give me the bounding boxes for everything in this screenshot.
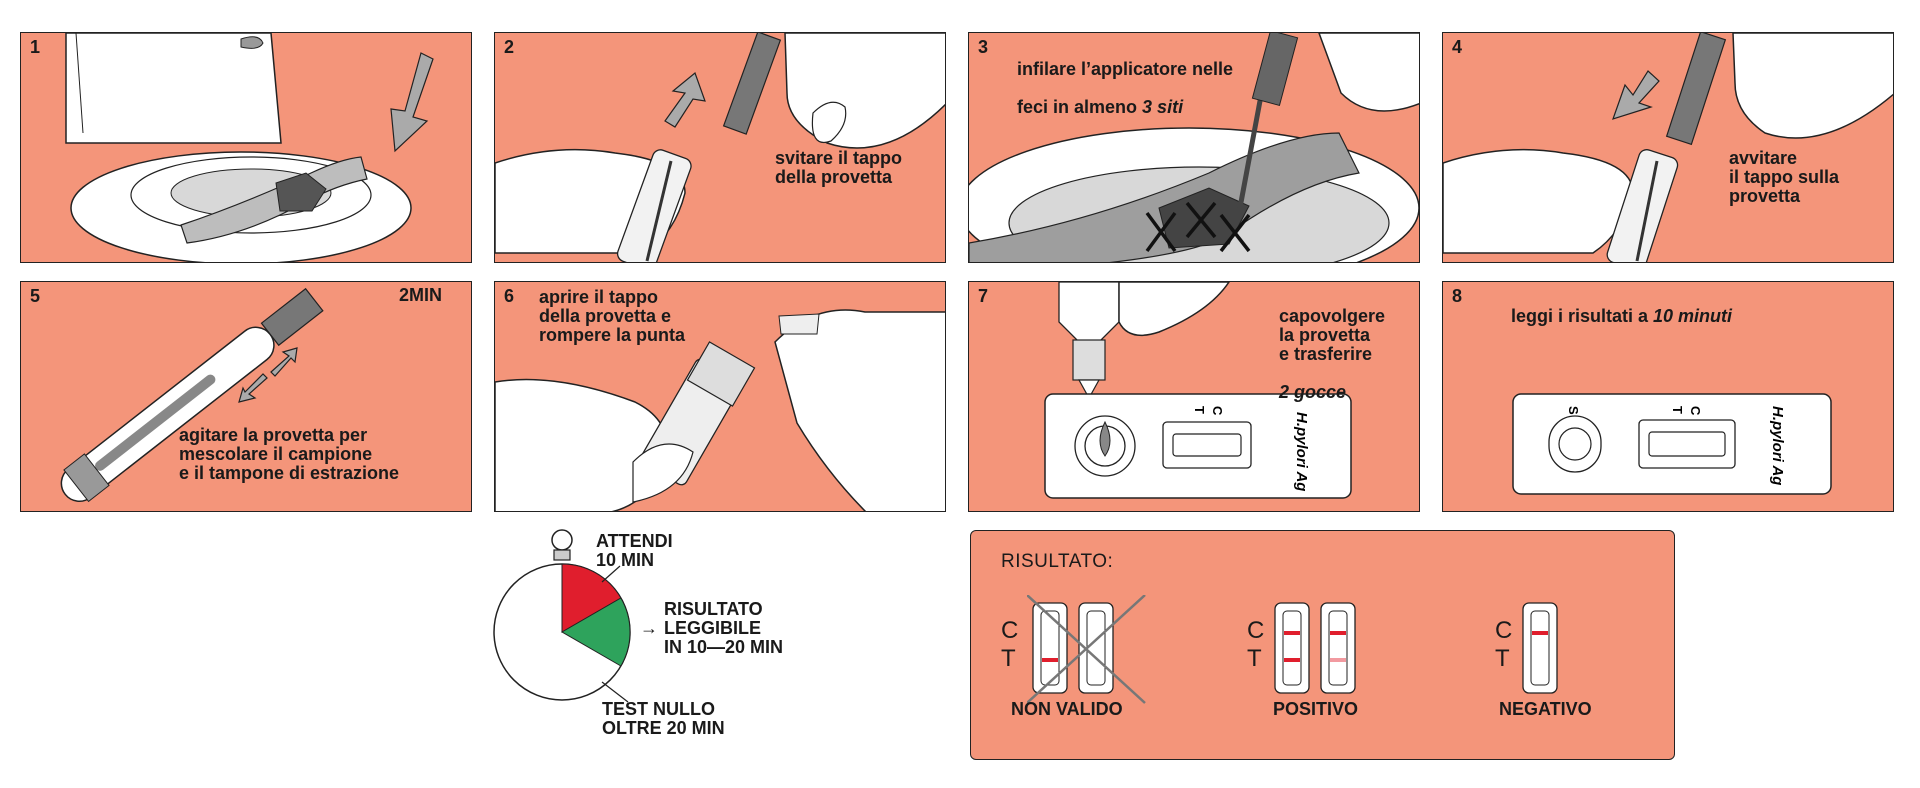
step-3-number: 3 <box>978 37 989 57</box>
negative-label: NEGATIVO <box>1499 699 1592 719</box>
cassette-t-label: T <box>1192 406 1207 414</box>
step-7-caption-main: capovolgere la provetta e trasferire <box>1279 306 1386 364</box>
negative-strip <box>1522 602 1558 694</box>
cross-marks <box>1145 201 1251 253</box>
step-6-panel: 6 aprire il tappo della provetta e rompe… <box>494 281 946 512</box>
step-5-caption: agitare la provetta per mescolare il cam… <box>179 425 400 483</box>
break-tip-illustration <box>495 309 945 511</box>
invalid-label: NON VALIDO <box>1011 699 1123 719</box>
shake-tube-illustration <box>60 287 324 503</box>
step-1-panel: 1 <box>20 32 472 263</box>
step-8-caption-emphasis: 10 minuti <box>1653 306 1733 326</box>
step-3-caption-line2: feci in almeno <box>1017 97 1143 117</box>
step-2-panel: 2 svitare il tappo della provetta <box>494 32 946 263</box>
step-2-caption: svitare il tappo della provetta <box>775 148 903 187</box>
timer-wedge-wait <box>561 563 622 633</box>
step-2-number: 2 <box>504 37 515 57</box>
step-8-caption: leggi i risultati a 10 minuti <box>1511 288 1732 326</box>
negative-c-line <box>1532 631 1548 635</box>
cassette-s-label: S <box>1566 406 1581 415</box>
invalid-t-line <box>1042 658 1058 662</box>
step-5-number: 5 <box>30 286 41 306</box>
step-7-panel: H.pylori Ag T C 7 capovolgere la provett… <box>968 281 1420 512</box>
step-8-panel: S T C H.pylori Ag 8 leggi i risultati a … <box>1442 281 1894 512</box>
step-3-panel: 3 infilare l’applicatore nelle feci in a… <box>968 32 1420 263</box>
step-7-caption: capovolgere la provetta e trasferire 2 g… <box>1279 288 1385 402</box>
toilet-illustration <box>65 33 434 262</box>
cassette-c-label: C <box>1210 406 1225 416</box>
positive-c-line <box>1284 631 1300 635</box>
timer-wait-label: ATTENDI 10 MIN <box>596 531 673 570</box>
t-label: T <box>1001 645 1016 672</box>
positive-t-line <box>1284 658 1300 662</box>
cassette-c-label: C <box>1688 406 1703 416</box>
cassette-brand-label: H.pylori Ag <box>1293 412 1310 491</box>
positive-label: POSITIVO <box>1273 699 1359 719</box>
step-8-caption-prefix: leggi i risultati a <box>1511 306 1654 326</box>
c-label: C <box>1247 617 1265 644</box>
step-4-caption: avvitare il tappo sulla provetta <box>1729 148 1840 206</box>
positive-t-line-faint <box>1330 658 1346 662</box>
positive-ct-labels: C T <box>1247 617 1264 673</box>
apply-sample-illustration <box>969 33 1419 262</box>
step-4-panel: 4 avvitare il tappo sulla provetta <box>1442 32 1894 263</box>
step-1-number: 1 <box>30 37 41 57</box>
invalid-strips <box>1027 595 1146 704</box>
timer-arrow: → <box>640 618 658 638</box>
positive-strips <box>1274 602 1356 694</box>
t-label: T <box>1495 645 1510 672</box>
step-5-time: 2MIN <box>399 285 443 305</box>
timer-wedge-readable <box>560 597 631 667</box>
timer-icon <box>493 529 631 703</box>
negative-ct-labels: C T <box>1495 617 1512 673</box>
screw-cap-illustration <box>1443 33 1893 262</box>
step-6-caption: aprire il tappo della provetta e rompere… <box>539 287 686 345</box>
invalid-ct-labels: C T <box>1001 617 1018 673</box>
results-title: RISULTATO: <box>1001 551 1114 572</box>
t-label: T <box>1247 645 1262 672</box>
step-7-caption-emphasis: 2 gocce <box>1279 382 1347 402</box>
cassette-brand-label: H.pylori Ag <box>1769 406 1786 485</box>
timer-null-label: TEST NULLO OLTRE 20 MIN <box>602 699 725 738</box>
read-result-illustration: S T C H.pylori Ag <box>1512 393 1832 495</box>
c-label: C <box>1495 617 1513 644</box>
step-6-number: 6 <box>504 286 515 306</box>
step-3-caption: infilare l’applicatore nelle feci in alm… <box>1017 41 1233 117</box>
step-3-caption-line1: infilare l’applicatore nelle <box>1017 59 1234 79</box>
step-8-number: 8 <box>1452 286 1463 306</box>
cassette-t-label: T <box>1670 406 1685 414</box>
step-4-number: 4 <box>1452 37 1463 57</box>
results-panel: RISULTATO: C T NON VALIDO C T POSITIVO C… <box>970 530 1675 760</box>
unscrew-cap-illustration <box>495 33 945 262</box>
step-3-caption-emphasis: 3 siti <box>1142 97 1184 117</box>
c-label: C <box>1001 617 1019 644</box>
timer-readable-label: RISULTATO LEGGIBILE IN 10—20 MIN <box>664 599 784 657</box>
step-5-panel: 5 2MIN agitare la provetta per mescolare… <box>20 281 472 512</box>
positive-c-line <box>1330 631 1346 635</box>
add-drops-illustration: H.pylori Ag T C <box>1044 282 1352 499</box>
step-7-number: 7 <box>978 286 989 306</box>
